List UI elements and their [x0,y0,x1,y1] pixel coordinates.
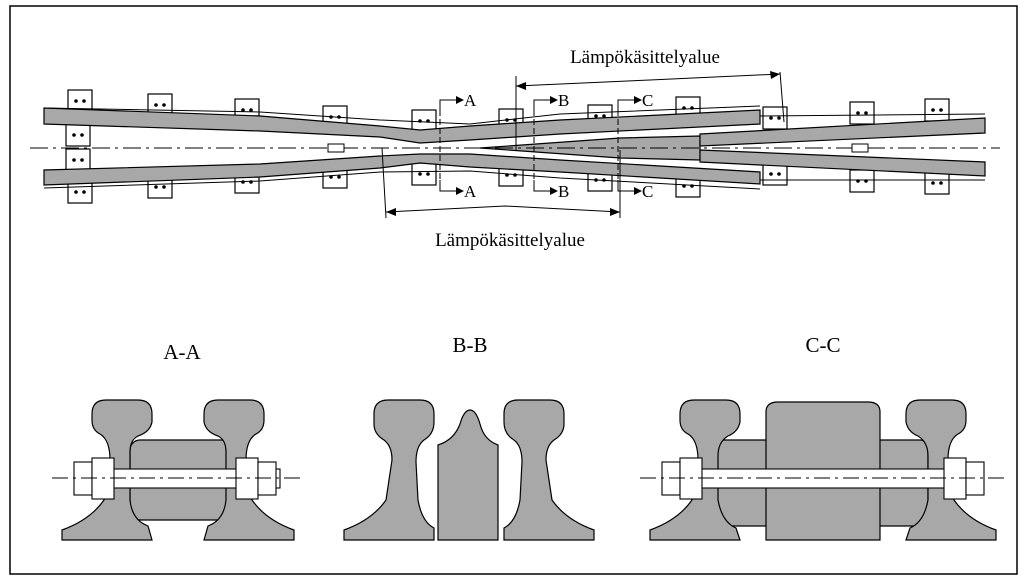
section-mark-c-top: C [642,91,653,110]
right-rail-upper [699,117,986,147]
section-title-b: B-B [452,333,487,357]
wing-rail-upper [43,107,761,144]
zone-dimension-top [515,71,785,150]
section-c-c [640,399,1004,541]
zone-label-top: Lämpökäsittelyalue [570,47,720,68]
section-b-b [343,399,595,541]
section-mark-c-bottom: C [642,182,653,201]
right-rail-lower [699,149,986,177]
section-mark-b-top: B [558,91,569,110]
section-cut-b [533,96,558,195]
border [9,5,1018,575]
plan-view: Lämpökäsittelyalue Lämpökäsittelyalue A … [30,47,1000,251]
section-title-c: C-C [805,333,840,357]
section-cut-c [617,96,642,195]
section-mark-a-bottom: A [464,182,477,201]
section-mark-b-bottom: B [558,182,569,201]
section-a-a [52,399,304,541]
section-cut-a [439,96,464,195]
wing-rail-lower [43,153,761,186]
section-mark-a-top: A [464,91,477,110]
zone-label-bottom: Lämpökäsittelyalue [435,230,585,251]
section-title-a: A-A [163,340,201,364]
zone-dimension-bottom [381,147,621,219]
